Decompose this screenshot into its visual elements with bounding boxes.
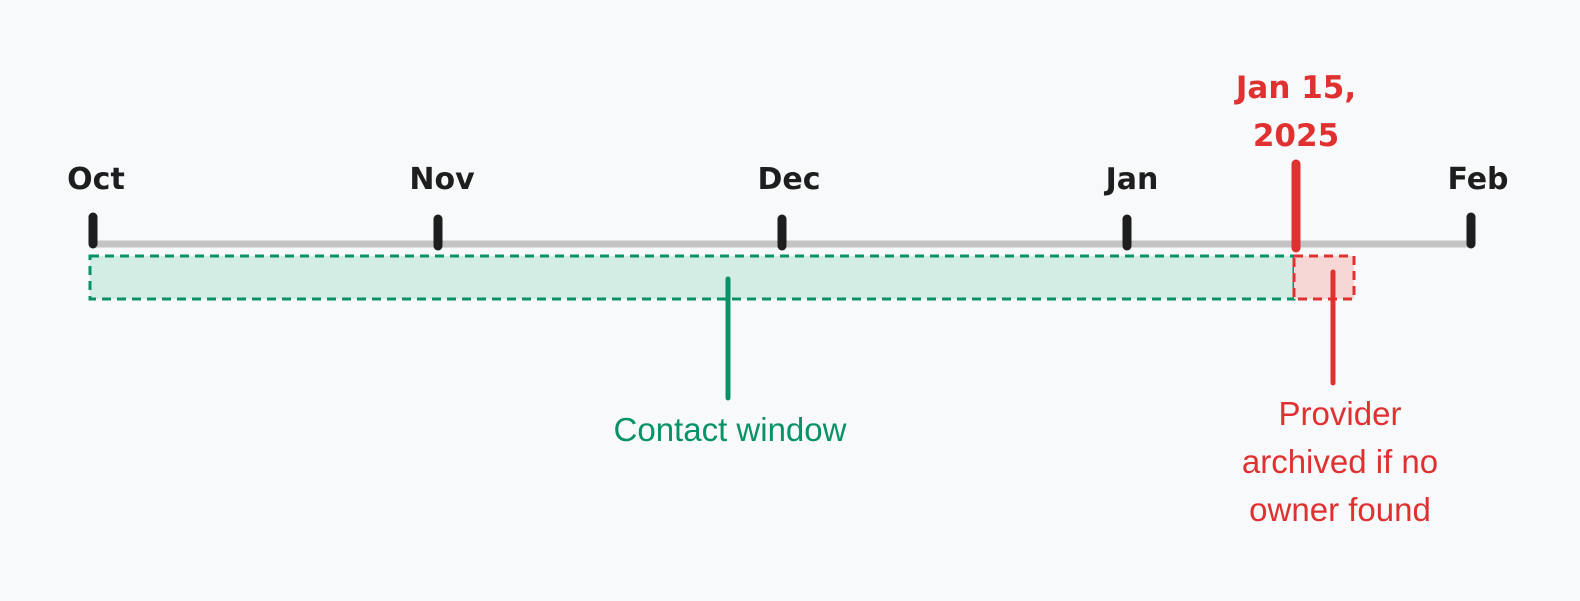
archive-label-line2: archived if no: [1241, 443, 1439, 480]
archive-label: Provider archived if no owner found: [1195, 390, 1485, 534]
archive-label-line3: owner found: [1249, 491, 1431, 528]
deadline-label-line2: 2025: [1253, 118, 1339, 154]
contact-window-text: Contact window: [613, 411, 847, 448]
archive-box: [1292, 254, 1356, 301]
archive-label-line1: Provider: [1278, 395, 1402, 432]
month-label-nov: Nov: [409, 162, 475, 197]
contact-window-label: Contact window: [560, 406, 900, 454]
deadline-label-line1: Jan 15,: [1234, 70, 1356, 106]
month-label-dec: Dec: [757, 162, 820, 197]
contact-window-box: [88, 254, 1296, 301]
month-label-jan: Jan: [1104, 162, 1159, 197]
month-label-feb: Feb: [1447, 162, 1508, 197]
month-label-oct: Oct: [67, 162, 125, 197]
